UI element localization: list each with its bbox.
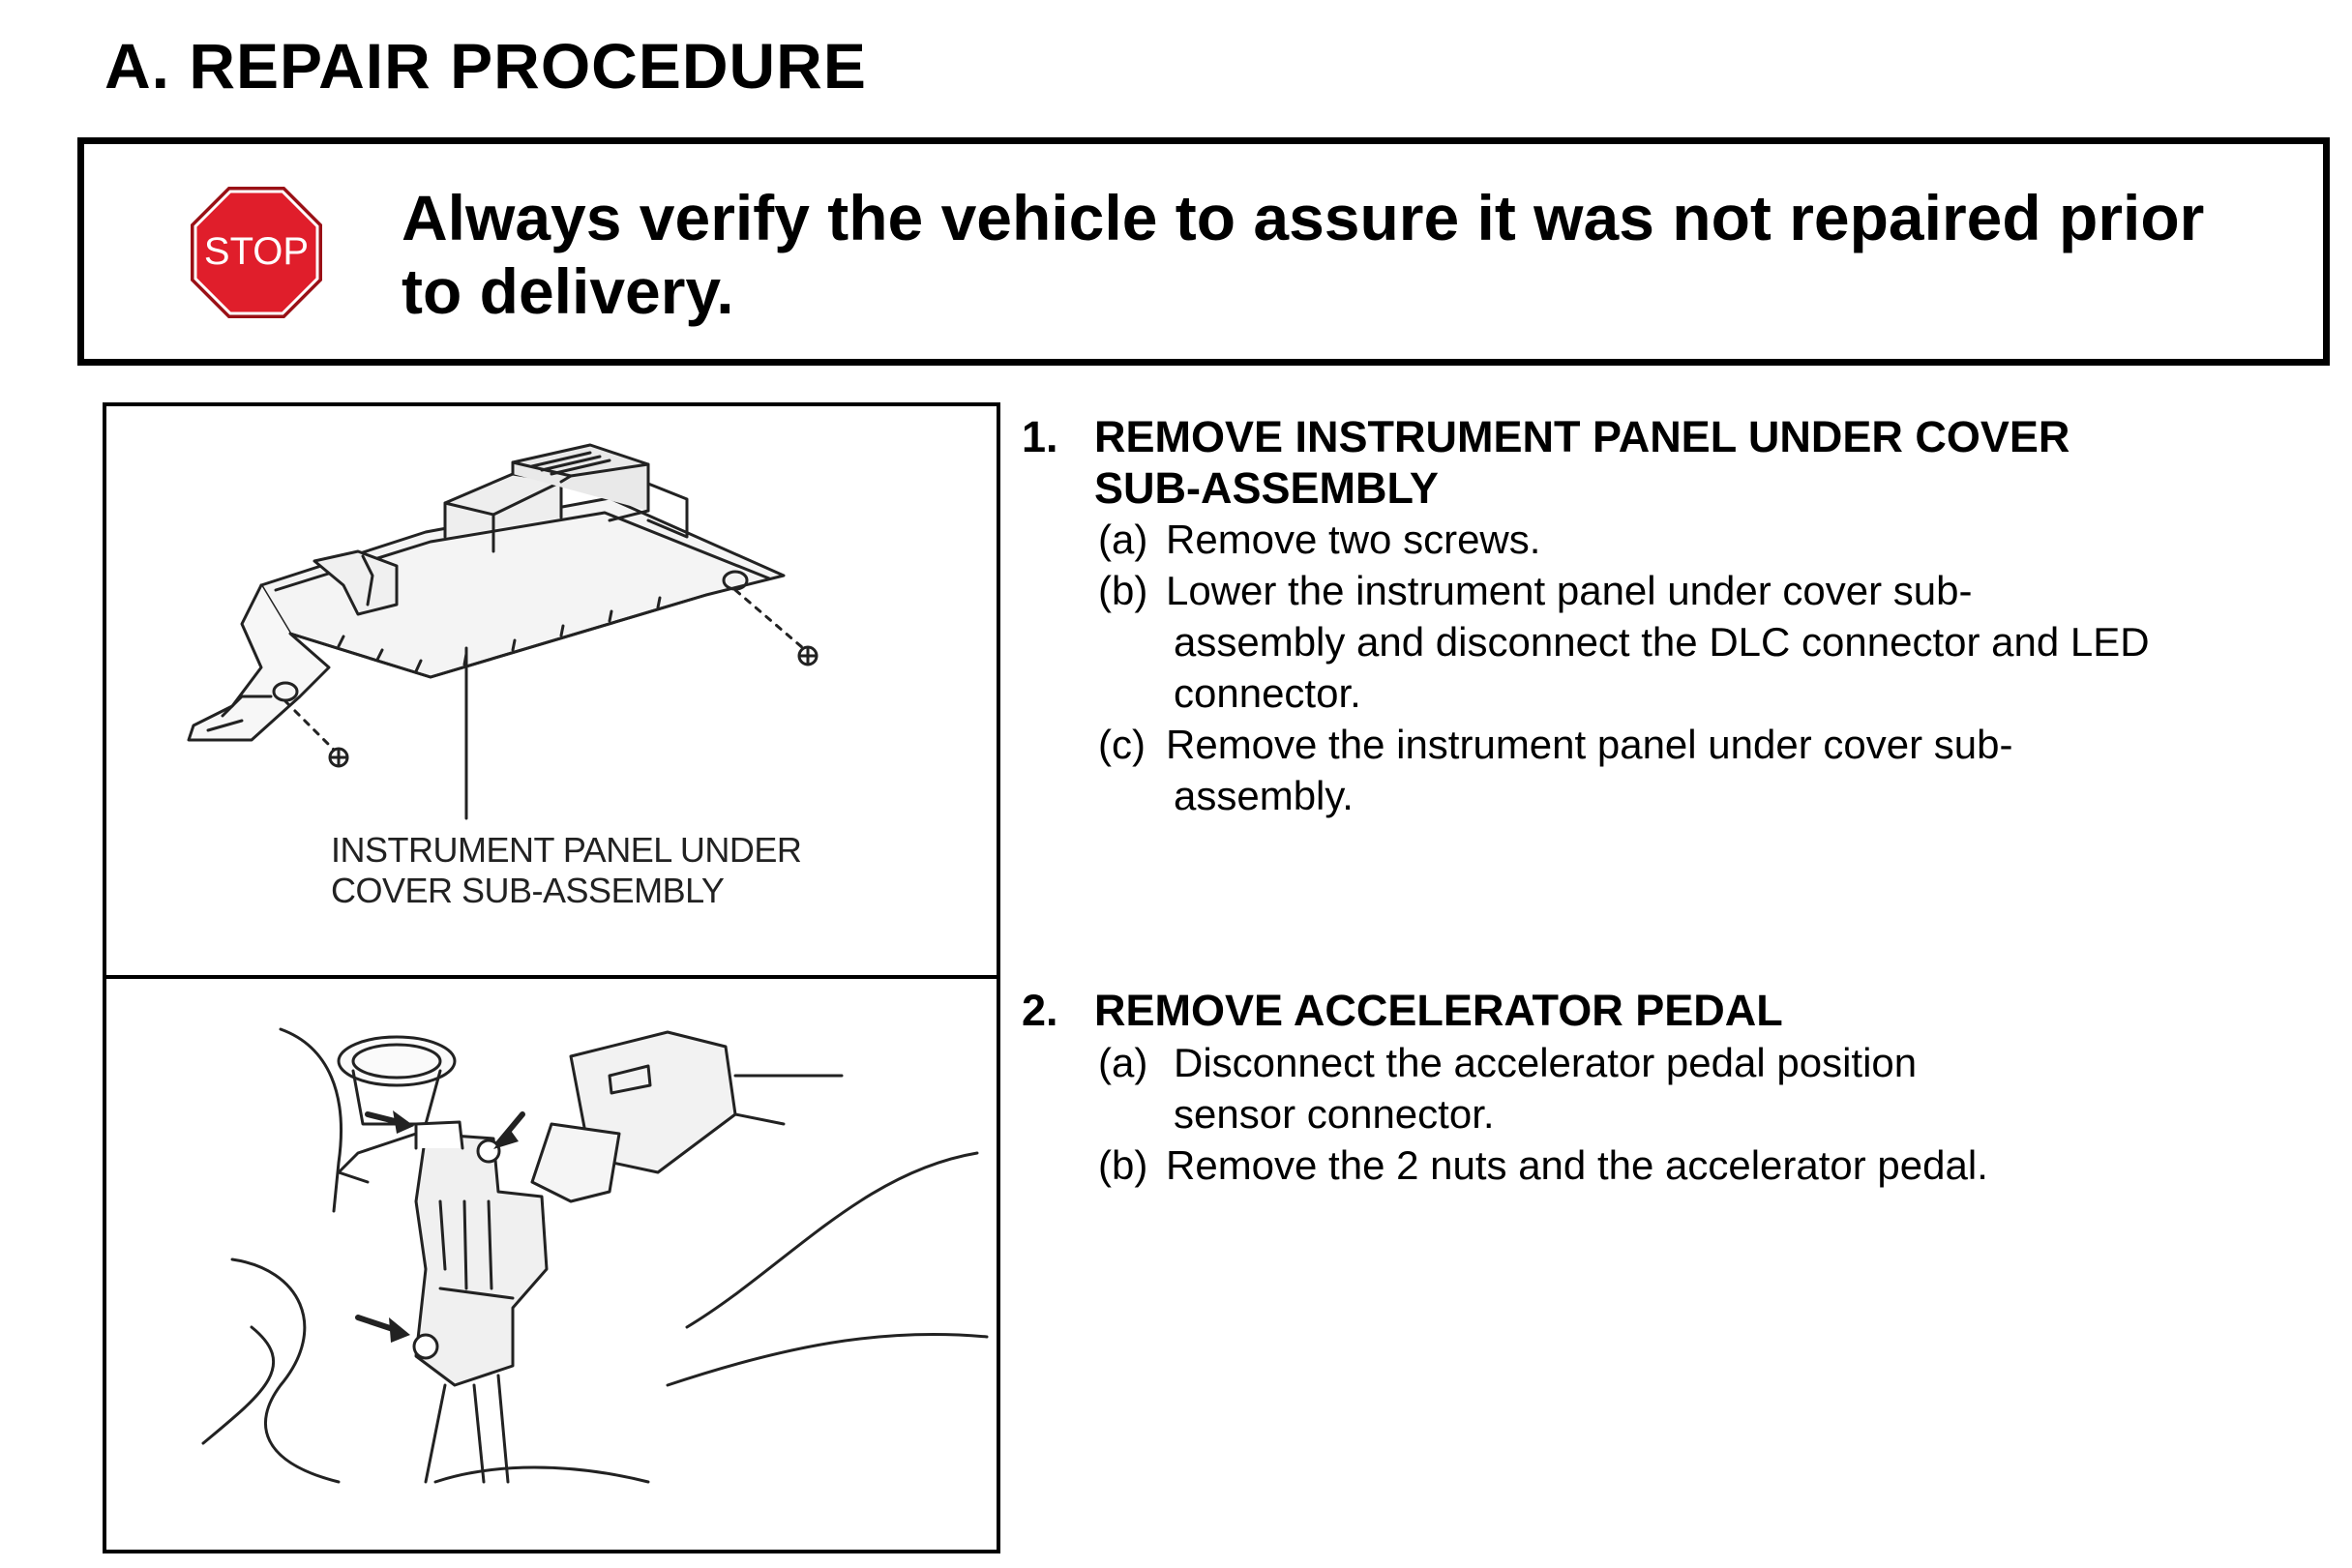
stop-sign-text: STOP xyxy=(204,230,309,273)
step-title: REMOVE ACCELERATOR PEDAL xyxy=(1094,986,1783,1035)
step-title: REMOVE INSTRUMENT PANEL UNDER COVER SUB-… xyxy=(1094,412,2070,513)
step-number: 1. xyxy=(1022,412,1058,461)
accelerator-pedal-illustration xyxy=(201,1027,989,1484)
step-number: 2. xyxy=(1022,986,1058,1035)
substep-label: (a) xyxy=(1098,1040,1148,1085)
substep-text: Disconnect the accelerator pedal positio… xyxy=(1174,1040,1918,1085)
page-title: A. REPAIR PROCEDURE xyxy=(104,30,867,102)
figure-accelerator-pedal xyxy=(103,975,1000,1553)
substep-text: Remove the instrument panel under cover … xyxy=(1166,722,2013,767)
substep-label: (a) xyxy=(1098,517,1148,562)
substep-text-continued: assembly and disconnect the DLC connecto… xyxy=(1174,619,2150,716)
stop-sign-icon: STOP xyxy=(191,187,322,318)
substep-text: Lower the instrument panel under cover s… xyxy=(1166,568,1973,613)
substep-text-continued: assembly. xyxy=(1174,773,1354,818)
figure-instrument-panel: INSTRUMENT PANEL UNDER COVER SUB-ASSEMBL… xyxy=(103,402,1000,979)
substep-label: (b) xyxy=(1098,568,1148,613)
substep-text-continued: sensor connector. xyxy=(1174,1091,1495,1137)
substep-label: (b) xyxy=(1098,1142,1148,1188)
figure-label-line: INSTRUMENT PANEL UNDER xyxy=(331,830,802,870)
substep-text: Remove the 2 nuts and the accelerator pe… xyxy=(1166,1142,1988,1188)
figure-label: INSTRUMENT PANEL UNDER COVER SUB-ASSEMBL… xyxy=(331,830,802,911)
warning-box: STOP Always verify the vehicle to assure… xyxy=(77,137,2330,366)
substep-label: (c) xyxy=(1098,722,1146,767)
figure-label-line: COVER SUB-ASSEMBLY xyxy=(331,871,725,910)
instrument-panel-illustration xyxy=(187,443,819,820)
substep-text: Remove two screws. xyxy=(1166,517,1541,562)
warning-text: Always verify the vehicle to assure it w… xyxy=(402,182,2205,327)
